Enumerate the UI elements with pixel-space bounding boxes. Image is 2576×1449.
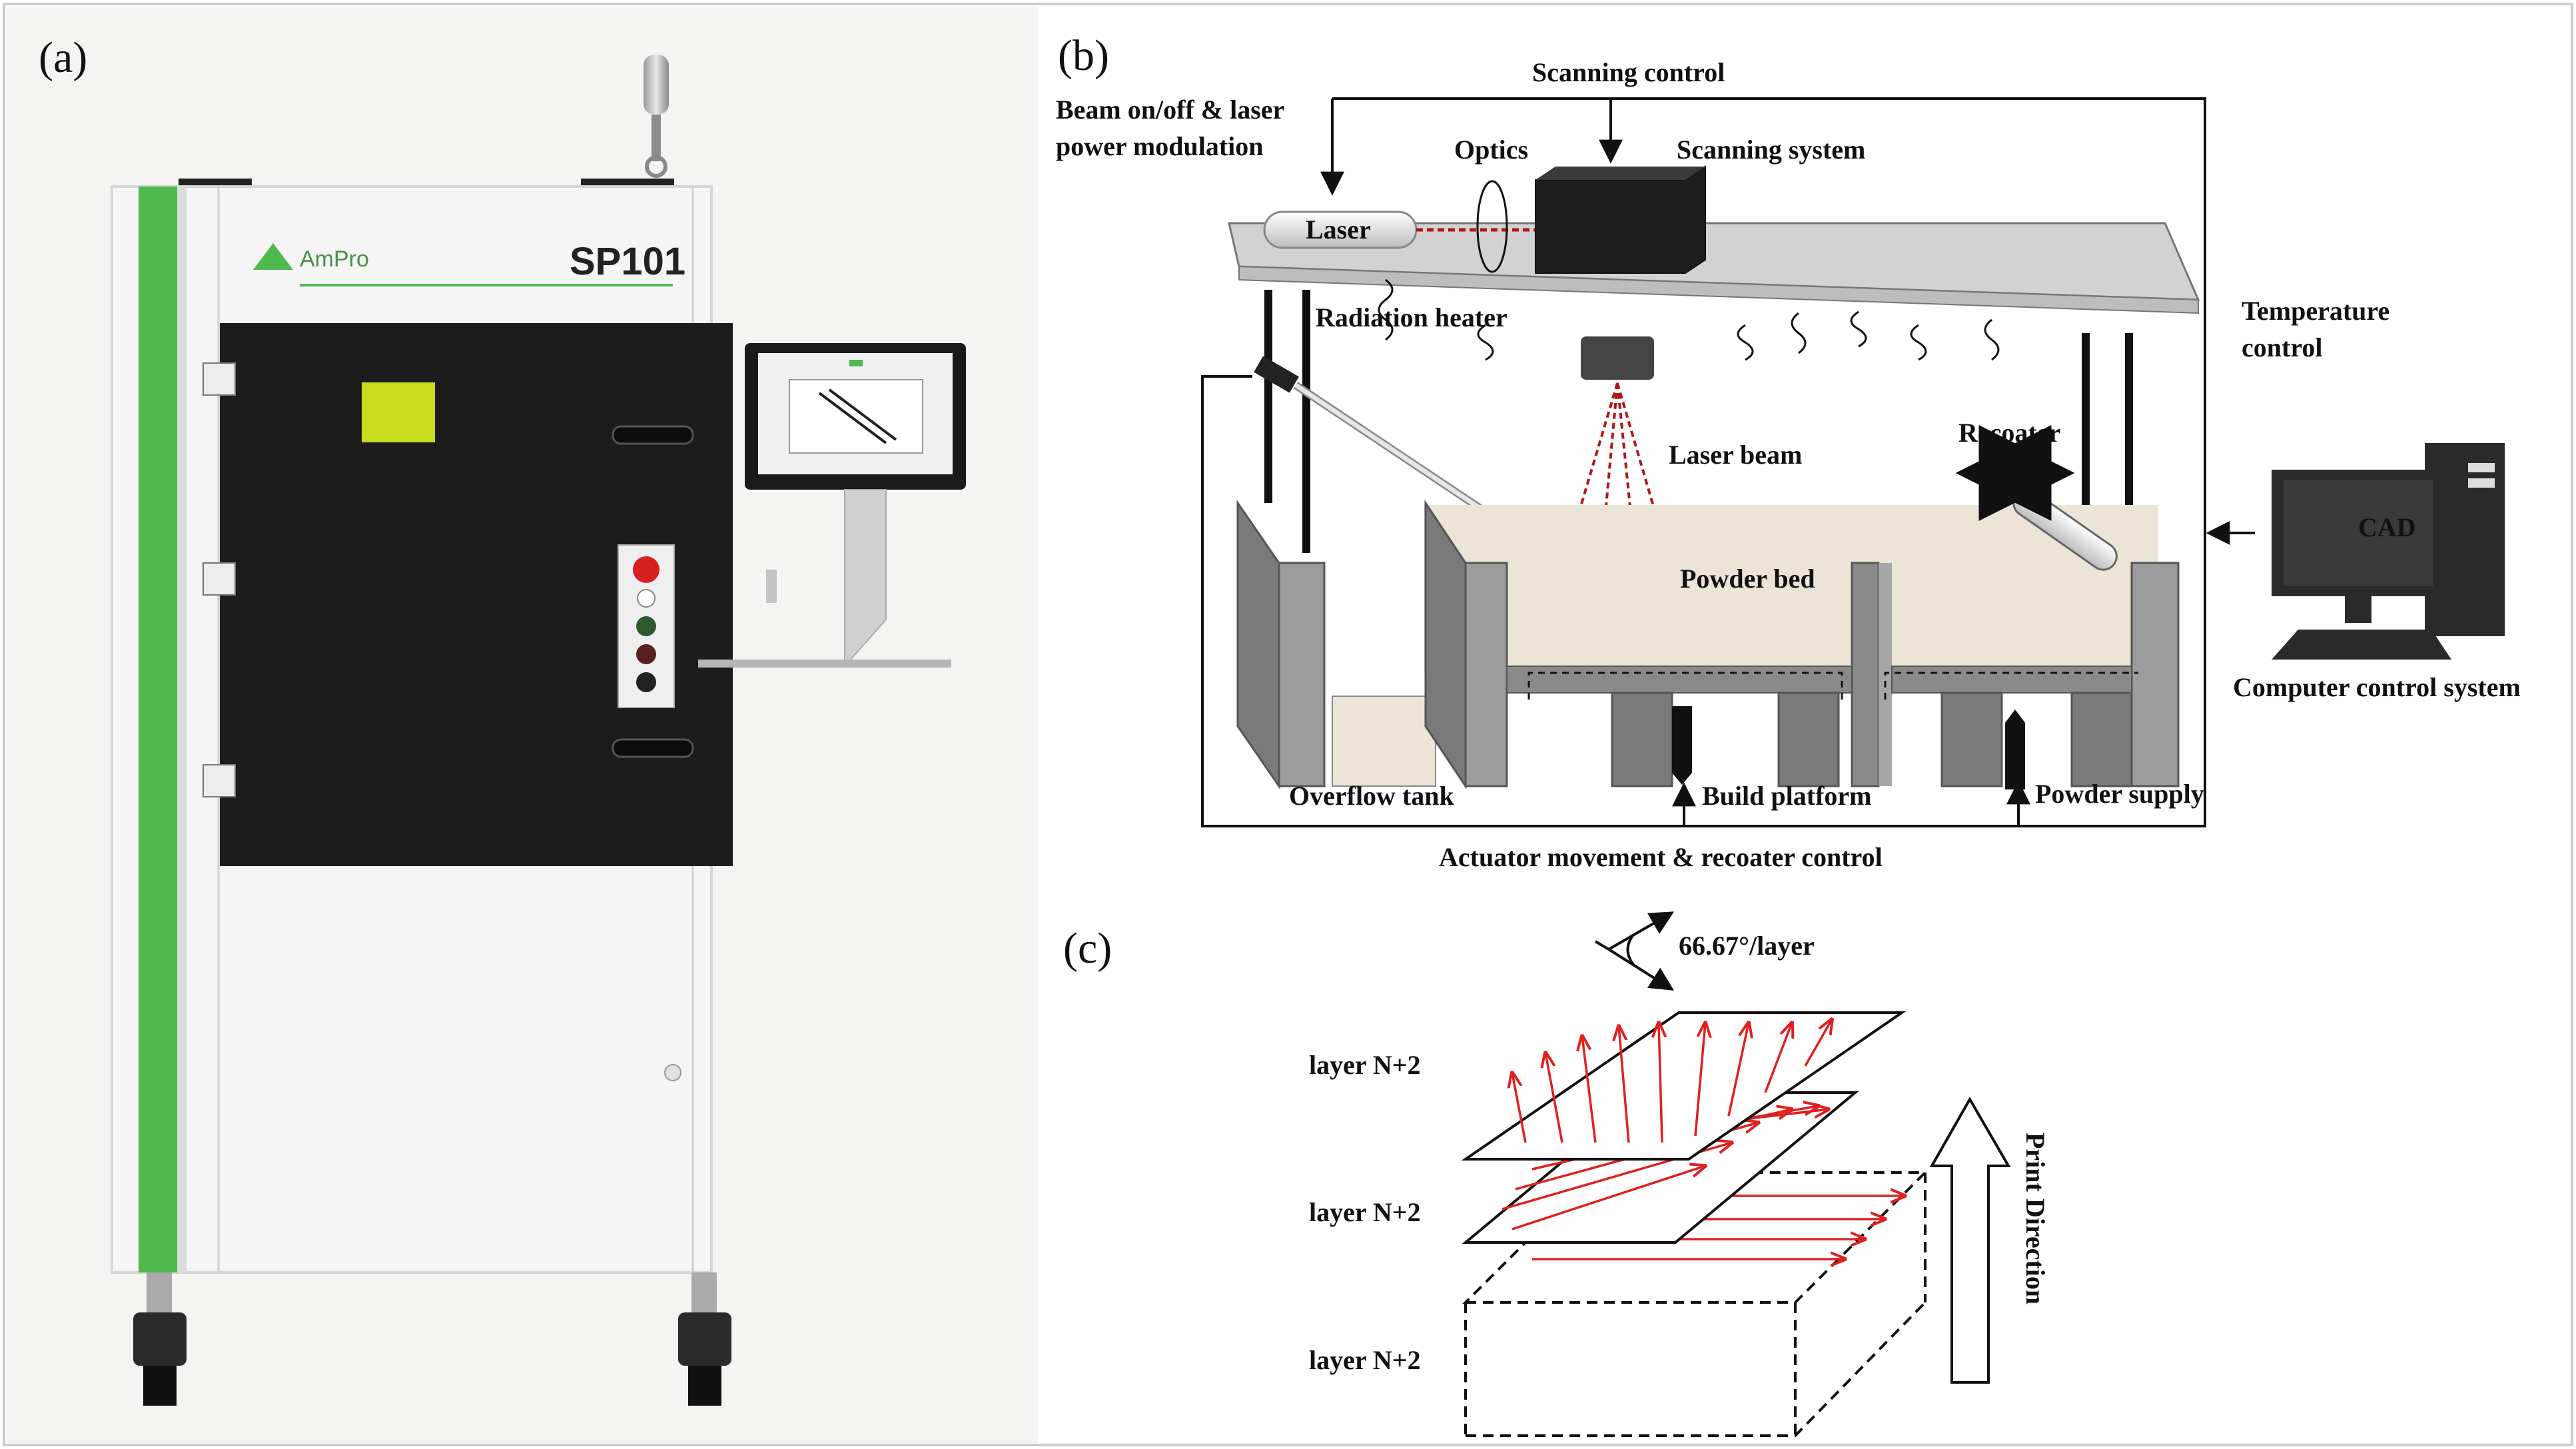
- door-handle-lower: [612, 738, 694, 758]
- label-temperature-control-line1: Temperature: [2242, 296, 2389, 326]
- label-layer-middle: layer N+2: [1309, 1197, 1421, 1227]
- panel-c-scan-strategy: (c) 66.67°/layer: [1063, 911, 2050, 1437]
- supply-piston-rod: [2005, 723, 2025, 789]
- label-laser: Laser: [1306, 215, 1371, 244]
- panel-b-slm-schematic: (b): [1056, 31, 2521, 872]
- overflow-wall-left: [1236, 500, 1280, 789]
- overflow-tank: [1332, 696, 1436, 787]
- door-hinges: [203, 362, 236, 797]
- label-temperature-control-line2: control: [2242, 332, 2322, 362]
- model-name: SP101: [570, 240, 685, 283]
- computer-icon: [2272, 443, 2505, 660]
- scan-head: [1581, 336, 1654, 380]
- label-rotation: 66.67°/layer: [1679, 931, 1815, 961]
- panel-c-label: (c): [1063, 924, 1112, 973]
- viewing-window: [362, 382, 435, 442]
- ampro-logo-icon: [253, 243, 293, 270]
- label-scanning-system: Scanning system: [1677, 135, 1865, 165]
- supply-flow-dashed: [1884, 672, 2138, 700]
- supply-wall-right: [2130, 562, 2180, 787]
- divider-wall: [1851, 562, 1880, 787]
- optics-lens-icon: [1476, 180, 1508, 273]
- build-flow-dashed: [1527, 672, 1843, 700]
- label-scanning-control: Scanning control: [1532, 57, 1725, 87]
- label-overflow-tank: Overflow tank: [1289, 781, 1455, 811]
- radiation-heater-squiggles: [1378, 278, 2000, 361]
- label-beam-control-line1: Beam on/off & laser: [1056, 95, 1284, 125]
- print-direction-arrow: [1929, 1096, 2011, 1384]
- brand-name: AmPro: [300, 246, 369, 272]
- figure-border: [3, 3, 2573, 1446]
- label-powder-supply: Powder supply: [2035, 779, 2204, 809]
- label-computer-control-system: Computer control system: [2233, 672, 2521, 702]
- build-plate: [1506, 666, 1853, 694]
- support-poles: [1264, 290, 2133, 553]
- build-piston-rod: [1672, 706, 1692, 773]
- piston-housings: [1611, 692, 2133, 787]
- layer-top-plate: [1461, 1011, 1907, 1161]
- panel-a-label: (a): [39, 33, 87, 82]
- emergency-stop-button: [633, 556, 659, 583]
- label-layer-top: layer N+2: [1309, 1050, 1421, 1080]
- control-loop-frame: [1201, 97, 2206, 827]
- caster-wheels: [133, 1272, 731, 1406]
- scanning-system-box: [1535, 165, 1706, 274]
- signal-light-icon: [644, 55, 669, 178]
- label-layer-bottom: layer N+2: [1309, 1345, 1421, 1375]
- pyrometer-icon: [1254, 356, 1299, 393]
- scan-vectors-top: [1512, 1019, 1832, 1143]
- label-print-direction: Print Direction: [2020, 1133, 2050, 1304]
- label-optics: Optics: [1454, 135, 1528, 165]
- supply-plate: [1891, 666, 2132, 694]
- rotation-angle-icon: [1594, 911, 1675, 991]
- laser-cone: [1577, 382, 1657, 514]
- panel-b-label: (b): [1058, 31, 1109, 80]
- label-radiation-heater: Radiation heater: [1316, 302, 1507, 332]
- label-recoater: Recoater: [1958, 418, 2060, 448]
- label-laser-beam: Laser beam: [1669, 440, 1802, 470]
- green-accent-stripe: [139, 187, 177, 1272]
- door-knob: [664, 1064, 681, 1081]
- label-actuator-control: Actuator movement & recoater control: [1439, 842, 1883, 872]
- label-beam-control-line2: power modulation: [1056, 131, 1264, 161]
- panel-a-machine-photo: (a) AmPro SP101: [7, 7, 1038, 1443]
- label-powder-bed: Powder bed: [1680, 564, 1815, 594]
- door-handle-upper: [612, 425, 694, 445]
- label-build-platform: Build platform: [1702, 781, 1871, 811]
- screen-arm: [844, 489, 887, 668]
- keyboard-tray: [698, 660, 951, 668]
- label-cad: CAD: [2358, 512, 2416, 542]
